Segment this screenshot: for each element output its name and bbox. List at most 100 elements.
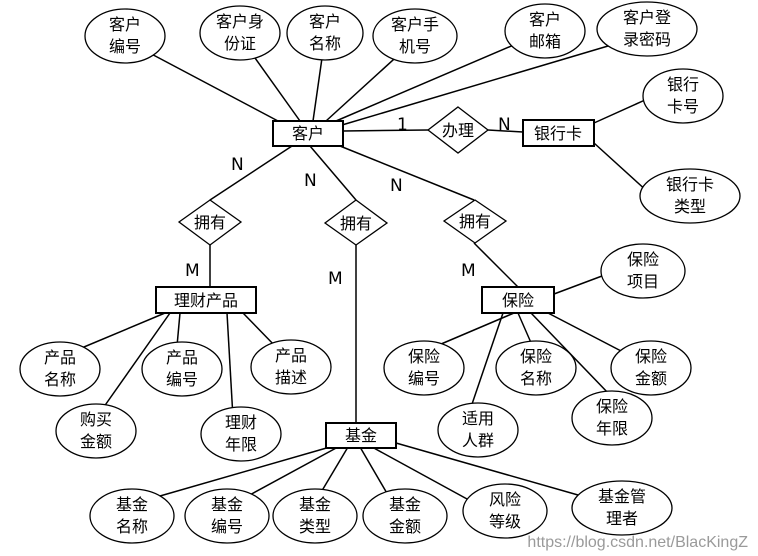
svg-text:金额: 金额: [80, 432, 112, 451]
svg-text:基金: 基金: [116, 495, 148, 514]
rel-own-product: 拥有: [177, 199, 243, 246]
attr-customer-name: 客户 名称: [286, 5, 364, 61]
svg-text:购买: 购买: [80, 410, 112, 429]
svg-text:保险: 保险: [408, 347, 440, 366]
svg-text:客户: 客户: [292, 124, 324, 143]
attr-product-desc: 产品 描述: [250, 339, 332, 395]
svg-text:拥有: 拥有: [340, 214, 372, 233]
svg-text:保险: 保险: [596, 397, 628, 416]
svg-text:类型: 类型: [674, 197, 706, 216]
attr-fund-amount: 基金 金额: [362, 488, 448, 544]
svg-text:适用: 适用: [462, 409, 494, 428]
svg-text:名称: 名称: [116, 517, 148, 536]
svg-text:描述: 描述: [275, 368, 307, 387]
card-insurance: M: [461, 261, 476, 281]
svg-text:理财产品: 理财产品: [174, 291, 238, 310]
svg-text:年限: 年限: [225, 435, 257, 454]
attr-customer-password: 客户登 录密码: [596, 1, 698, 57]
attr-product-term: 理财 年限: [200, 406, 282, 462]
card-customer-product: N: [231, 155, 244, 175]
svg-text:人群: 人群: [462, 431, 494, 450]
card-customer-fund: N: [304, 171, 317, 191]
attr-fund-risk: 风险 等级: [462, 483, 548, 539]
svg-text:客户登: 客户登: [623, 8, 671, 27]
svg-text:客户: 客户: [109, 15, 141, 34]
svg-text:拥有: 拥有: [459, 212, 491, 231]
svg-text:理财: 理财: [225, 413, 257, 432]
attr-fund-number: 基金 编号: [184, 488, 270, 544]
svg-text:基金管: 基金管: [598, 487, 646, 506]
svg-text:基金: 基金: [345, 426, 377, 445]
attr-customer-number: 客户 编号: [84, 8, 166, 64]
attr-purchase-amount: 购买 金额: [55, 403, 137, 459]
attr-customer-phone: 客户手 机号: [372, 8, 458, 64]
rel-apply: 办理: [426, 106, 490, 154]
attr-insurance-group: 适用 人群: [437, 402, 519, 458]
svg-text:保险: 保险: [520, 347, 552, 366]
svg-text:等级: 等级: [489, 512, 521, 531]
svg-text:银行: 银行: [667, 75, 699, 94]
entity-fund: 基金: [325, 422, 397, 449]
svg-text:风险: 风险: [489, 490, 521, 509]
svg-text:基金: 基金: [299, 495, 331, 514]
entity-customer: 客户: [272, 120, 344, 147]
attr-insurance-amount: 保险 金额: [610, 340, 692, 396]
svg-text:名称: 名称: [309, 34, 341, 53]
svg-text:产品: 产品: [44, 348, 76, 367]
svg-text:基金: 基金: [389, 495, 421, 514]
svg-text:银行卡: 银行卡: [666, 175, 714, 194]
svg-text:保险: 保险: [502, 291, 534, 310]
attr-fund-manager: 基金管 理者: [571, 480, 673, 536]
svg-text:编号: 编号: [166, 370, 198, 389]
card-bank-apply: N: [498, 115, 511, 135]
svg-text:年限: 年限: [596, 419, 628, 438]
svg-text:邮箱: 邮箱: [529, 32, 561, 51]
svg-text:客户身: 客户身: [216, 12, 264, 31]
svg-text:拥有: 拥有: [194, 213, 226, 232]
svg-text:卡号: 卡号: [667, 97, 699, 116]
attr-product-number: 产品 编号: [141, 341, 223, 397]
svg-text:办理: 办理: [442, 121, 474, 140]
attr-product-name: 产品 名称: [19, 341, 101, 397]
entity-bank-card: 银行卡: [522, 119, 595, 147]
svg-text:客户: 客户: [309, 12, 341, 31]
svg-text:金额: 金额: [389, 517, 421, 536]
svg-text:基金: 基金: [211, 495, 243, 514]
svg-text:份证: 份证: [224, 34, 256, 53]
svg-text:录密码: 录密码: [623, 30, 671, 49]
attr-insurance-number: 保险 编号: [383, 340, 465, 396]
attr-card-type: 银行卡 类型: [639, 168, 741, 224]
attr-customer-id-card: 客户身 份证: [199, 5, 281, 61]
svg-text:保险: 保险: [635, 347, 667, 366]
entity-insurance: 保险: [481, 286, 555, 314]
svg-text:编号: 编号: [109, 37, 141, 56]
svg-text:项目: 项目: [627, 272, 659, 291]
watermark: https://blog.csdn.net/BlacKingZ: [527, 534, 748, 551]
attr-insurance-name: 保险 名称: [495, 340, 577, 396]
svg-text:产品: 产品: [166, 348, 198, 367]
svg-text:银行卡: 银行卡: [534, 124, 582, 143]
rel-own-fund: 拥有: [323, 199, 389, 246]
attr-fund-name: 基金 名称: [89, 488, 175, 544]
attr-fund-type: 基金 类型: [272, 488, 358, 544]
attr-insurance-term: 保险 年限: [571, 390, 653, 446]
card-customer-apply: 1: [397, 115, 408, 135]
svg-text:名称: 名称: [44, 370, 76, 389]
svg-text:类型: 类型: [299, 517, 331, 536]
card-fund: M: [328, 269, 343, 289]
svg-text:编号: 编号: [211, 517, 243, 536]
svg-text:名称: 名称: [520, 369, 552, 388]
svg-text:产品: 产品: [275, 346, 307, 365]
attr-insurance-item: 保险 项目: [600, 243, 686, 299]
card-customer-insurance: N: [390, 176, 403, 196]
svg-text:编号: 编号: [408, 369, 440, 388]
entity-financial-product: 理财产品: [155, 286, 257, 314]
svg-text:金额: 金额: [635, 369, 667, 388]
rel-own-insurance: 拥有: [442, 199, 508, 244]
svg-text:机号: 机号: [399, 37, 431, 56]
card-product: M: [185, 261, 200, 281]
svg-text:保险: 保险: [627, 250, 659, 269]
svg-text:理者: 理者: [606, 509, 638, 528]
attr-card-number: 银行 卡号: [642, 68, 724, 124]
